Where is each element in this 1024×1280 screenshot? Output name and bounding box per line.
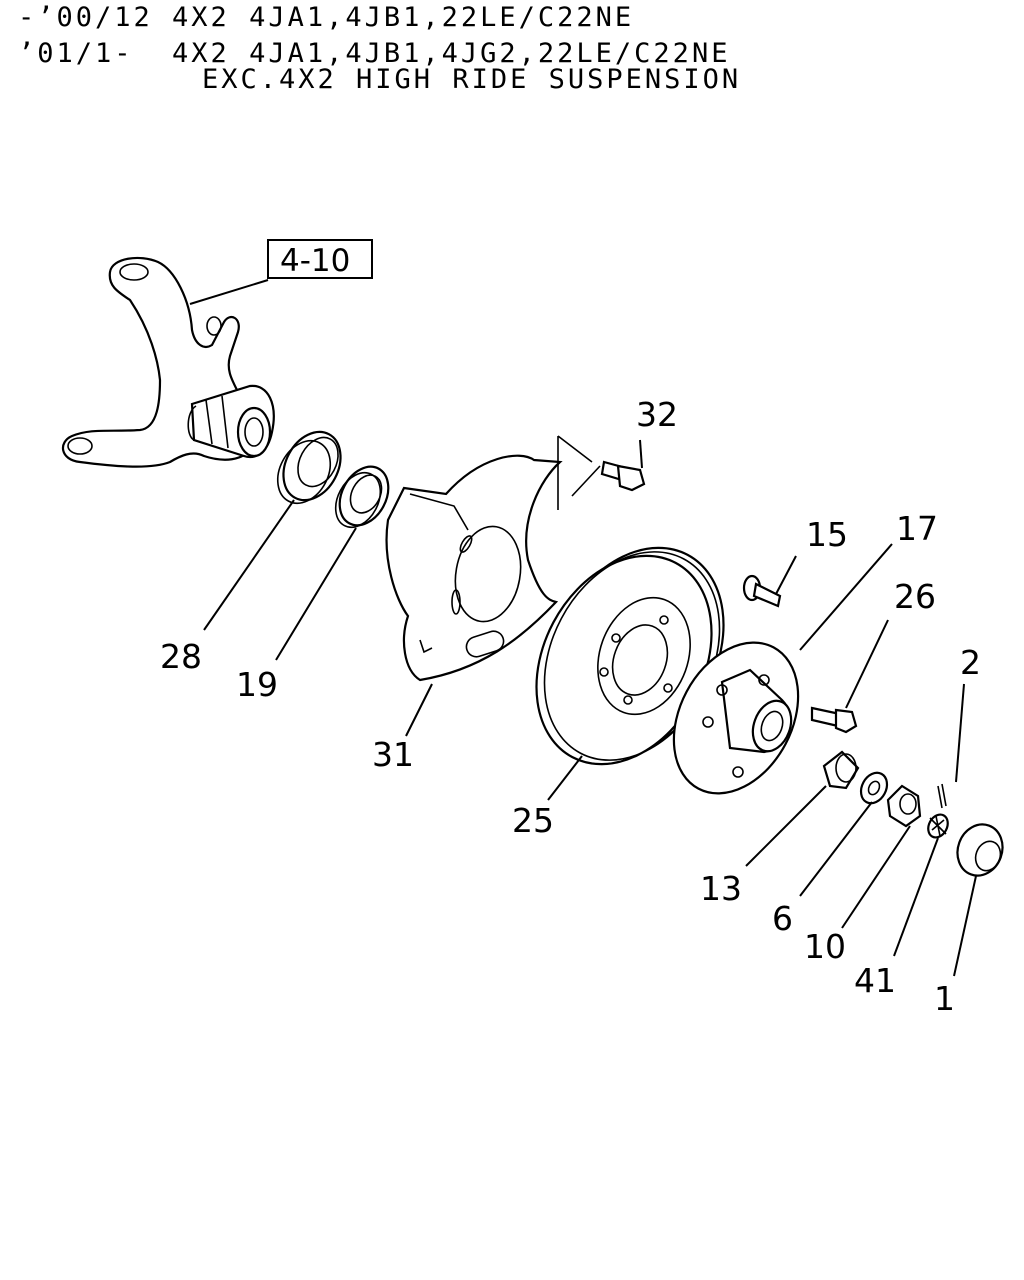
callout-13[interactable]: 13 — [700, 869, 742, 908]
leader-line-31 — [405, 683, 433, 737]
leader-line-17 — [799, 543, 893, 651]
leader-line-25 — [547, 755, 583, 801]
header-line-1: -’00/12 4X2 4JA1,4JB1,22LE/C22NE — [18, 2, 635, 33]
callout-32[interactable]: 32 — [636, 395, 678, 434]
hub-bolt-part-15[interactable] — [742, 574, 782, 608]
nut-part-10[interactable] — [886, 784, 922, 828]
callout-19[interactable]: 19 — [236, 665, 278, 704]
callout-25[interactable]: 25 — [512, 801, 554, 840]
leader-line-13 — [745, 785, 827, 867]
leader-line-19 — [275, 527, 357, 661]
callout-6[interactable]: 6 — [772, 899, 793, 938]
callout-31[interactable]: 31 — [372, 735, 414, 774]
dust-shield-part-31[interactable] — [385, 454, 563, 682]
leader-line-28 — [203, 499, 295, 631]
callout-10[interactable]: 10 — [804, 927, 846, 966]
header-line-3: EXC.4X2 HIGH RIDE SUSPENSION — [202, 64, 742, 95]
reference-box — [267, 239, 373, 279]
reference-box-label[interactable]: 4-10 — [280, 243, 350, 279]
header-line-2: ’01/1- 4X2 4JA1,4JB1,4JG2,22LE/C22NE — [18, 38, 731, 69]
callout-1[interactable]: 1 — [934, 979, 955, 1018]
leader-line-41 — [893, 837, 939, 957]
seal-part-28[interactable] — [267, 422, 352, 512]
steering-knuckle[interactable] — [62, 256, 275, 468]
leader-line-26 — [845, 619, 889, 709]
callout-41[interactable]: 41 — [854, 961, 896, 1000]
hub-part-17[interactable] — [649, 621, 823, 815]
leader-line-6 — [799, 801, 873, 897]
leader-line-15 — [775, 555, 797, 595]
cotter-pin-part-2[interactable] — [937, 783, 947, 809]
leader-line-1 — [953, 875, 977, 977]
bolt-part-26[interactable] — [810, 706, 858, 734]
callout-15[interactable]: 15 — [806, 515, 848, 554]
bearing-part-13[interactable] — [822, 750, 860, 790]
lock-cap-part-41[interactable] — [924, 811, 951, 841]
bearing-part-19[interactable] — [327, 458, 398, 535]
callout-2[interactable]: 2 — [960, 643, 981, 682]
leader-line-2 — [955, 683, 965, 783]
reference-leader-line — [189, 279, 269, 305]
hub-cap-part-1[interactable] — [950, 818, 1009, 882]
callout-17[interactable]: 17 — [896, 509, 938, 548]
washer-part-6[interactable] — [856, 768, 892, 808]
callout-28[interactable]: 28 — [160, 637, 202, 676]
leader-line-32 — [639, 439, 643, 469]
bolt-part-32[interactable] — [557, 435, 646, 510]
callout-26[interactable]: 26 — [894, 577, 936, 616]
leader-line-10 — [841, 825, 911, 929]
